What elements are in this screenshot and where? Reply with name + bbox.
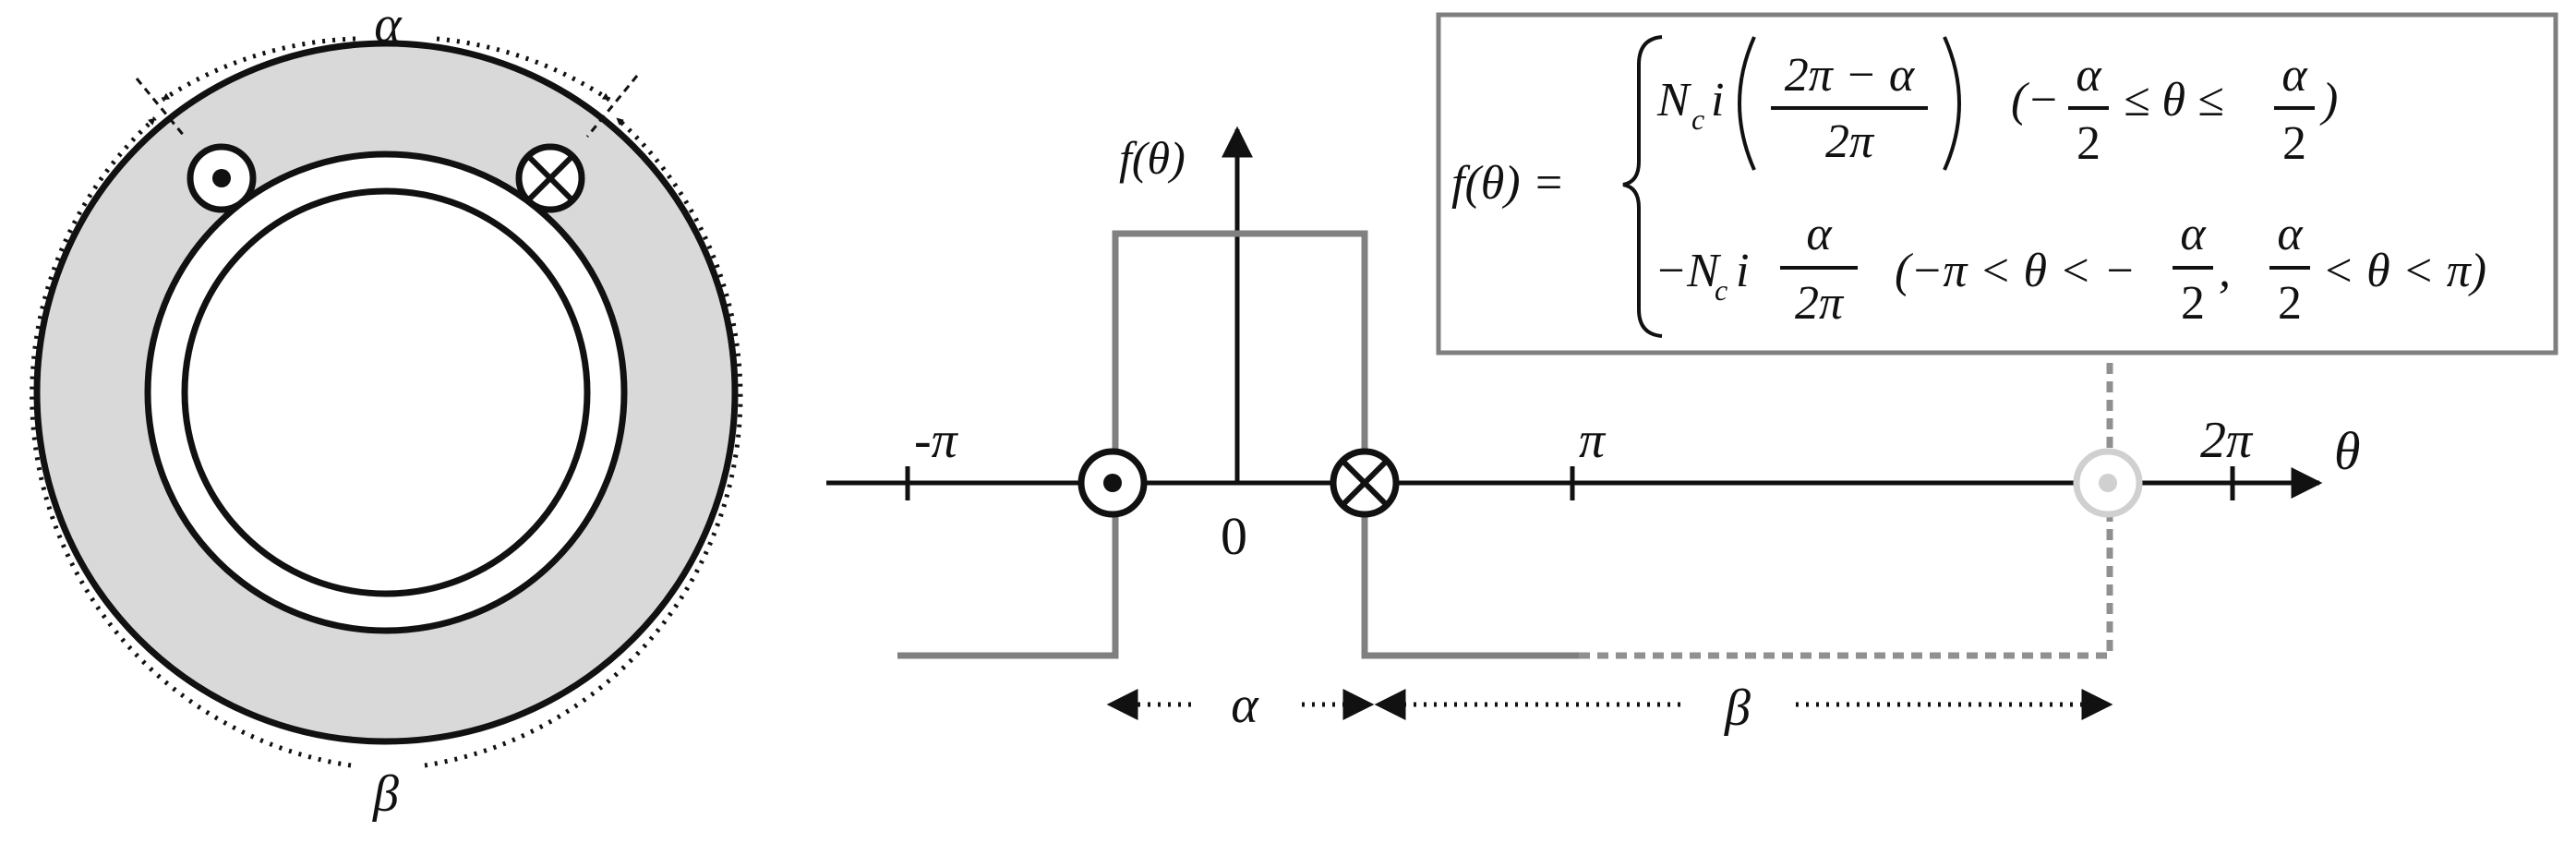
machine-cross-section: α β (30, 0, 743, 823)
axis-cross-conductor-icon (1330, 448, 1400, 518)
mmf-waveform (897, 230, 1579, 659)
case2-prefix: −N (1655, 245, 1722, 297)
case1-cond-mid: ≤ θ ≤ (2124, 74, 2224, 126)
case2-denominator: 2π (1795, 277, 1845, 330)
rotor-core (181, 187, 591, 597)
cross-conductor-icon (515, 143, 585, 213)
case2-current: i (1736, 245, 1749, 297)
case2-cond-den-left: 2 (2181, 277, 2205, 330)
plot-alpha-label: α (1231, 677, 1259, 734)
plot-beta-label: β (1724, 680, 1751, 737)
mmf-waveform-continuation (1579, 355, 2113, 659)
axis-dot-conductor-icon (1077, 448, 1148, 518)
tick-label-two-pi: 2π (2200, 412, 2254, 469)
case1-cond-num-right: α (2281, 49, 2308, 102)
case1-factor-sub: c (1691, 102, 1704, 136)
tick-label-zero: 0 (1221, 506, 1247, 566)
case1-cond-den-left: 2 (2076, 117, 2101, 170)
machine-beta-label: β (372, 765, 399, 823)
alpha-arc-left (161, 36, 356, 102)
case1-cond-close: ) (2319, 74, 2338, 126)
case2-cond-close: < θ < π) (2322, 245, 2486, 297)
beta-arc-right (424, 116, 743, 768)
cases-brace (1622, 35, 1663, 338)
case2-cond-num-right: α (2277, 208, 2304, 260)
dot-conductor-icon (187, 143, 257, 213)
mmf-plot: f(θ) θ -π 0 π 2π α β (826, 126, 2361, 737)
alpha-arc-right (436, 36, 611, 102)
f-axis-label: f(θ) (1119, 132, 1186, 184)
formula-box: f(θ) = N c i 2π − α 2π (− α 2 ≤ θ ≤ α 2 … (1436, 12, 2558, 355)
machine-alpha-label: α (374, 0, 403, 54)
theta-axis-label: θ (2334, 421, 2361, 481)
case2-cond-den-right: 2 (2278, 277, 2302, 330)
case1-cond-num-left: α (2076, 49, 2102, 102)
tick-label-minus-pi: -π (914, 412, 959, 469)
case2-cond-comma: , (2219, 245, 2231, 297)
case1-denominator: 2π (1825, 115, 1875, 168)
formula-case-1: N c i 2π − α 2π (− α 2 ≤ θ ≤ α 2 ) (1656, 36, 2338, 171)
ghost-dot-conductor-icon (2073, 448, 2143, 518)
case1-current: i (1711, 74, 1724, 126)
case1-paren-right (1943, 36, 1961, 171)
case2-numerator: α (1806, 208, 1833, 260)
case1-cond-den-right: 2 (2282, 117, 2306, 170)
case1-factor: N (1656, 74, 1692, 126)
svg-text:N: N (1656, 74, 1692, 126)
alpha-boundary-right (585, 75, 639, 138)
case1-numerator: 2π − α (1785, 49, 1916, 102)
case1-cond-open: (− (2011, 74, 2059, 126)
case2-cond-open: (−π < θ < − (1895, 245, 2136, 297)
case2-cond-num-left: α (2180, 208, 2207, 260)
formula-case-2: −N c i α 2π (−π < θ < − α 2 , α 2 < θ < … (1655, 208, 2486, 330)
case1-paren-left (1738, 36, 1756, 171)
case2-prefix-sub: c (1715, 273, 1727, 307)
formula-lhs: f(θ) = (1451, 157, 1565, 210)
tick-label-pi: π (1579, 412, 1607, 469)
